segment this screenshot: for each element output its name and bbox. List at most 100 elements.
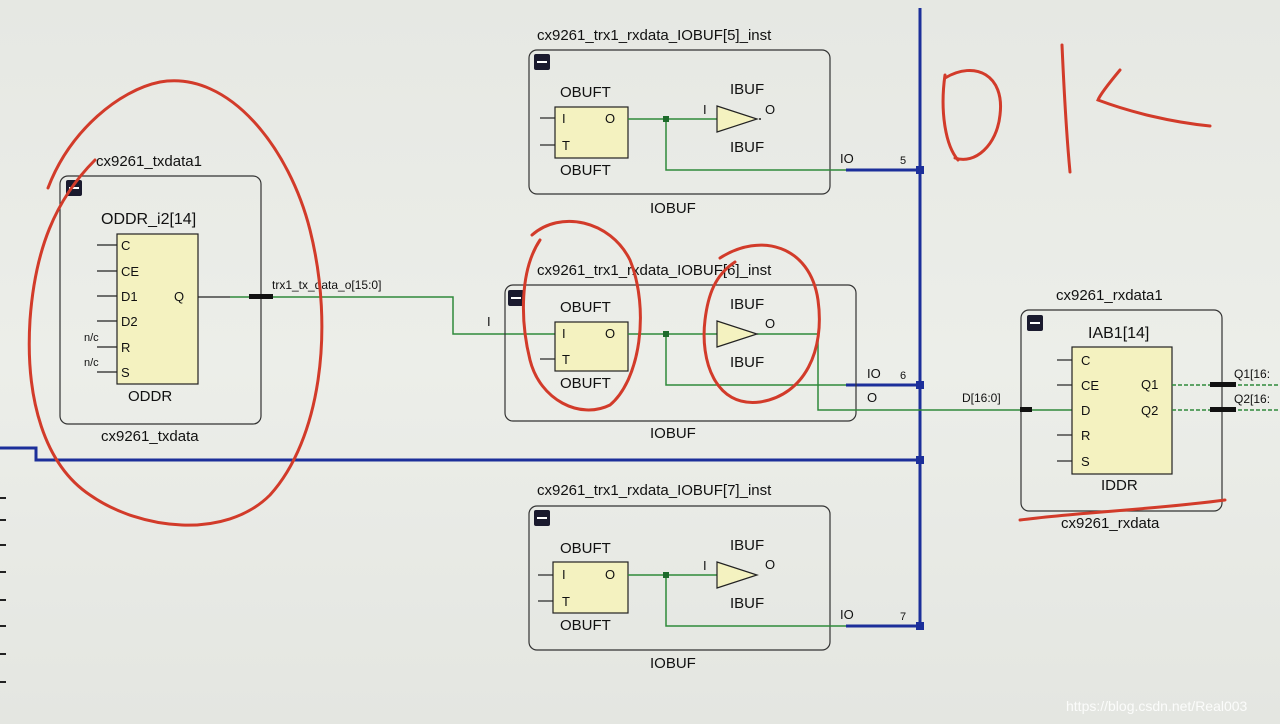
obuft-6-cell[interactable]	[554, 321, 629, 372]
oddr-group[interactable]: cx9261_txdata1 ODDR_i2[14] C CE D1 D2 R …	[59, 153, 262, 445]
ibuf-7-pin-i: I	[703, 558, 707, 573]
oddr-instance-title: cx9261_txdata1	[96, 153, 202, 170]
obuft-7-pin-o: O	[605, 567, 615, 582]
iddr-pin-c: C	[1081, 353, 1090, 368]
obuft-5-bottom-label: OBUFT	[560, 162, 611, 179]
obuft-7-pin-t: T	[562, 594, 570, 609]
minus-square-icon	[1030, 322, 1040, 324]
iobuf-6-group[interactable]: cx9261_trx1_rxdata_IOBUF[6]_inst I OBUFT…	[487, 262, 1072, 442]
iobuf-6-border	[504, 284, 857, 422]
ibuf-5-pin-o: O	[765, 102, 775, 117]
oddr-nc-r: n/c	[84, 332, 99, 344]
handwritten-ok-annotation	[941, 43, 1212, 174]
oddr-cell-name: ODDR_i2[14]	[101, 211, 196, 228]
ibuf-6-top-label: IBUF	[730, 296, 764, 313]
iddr-pin-q2: Q2	[1141, 403, 1158, 418]
iobuf-7-title: cx9261_trx1_rxdata_IOBUF[7]_inst	[537, 482, 772, 499]
iddr-cell-type: IDDR	[1101, 477, 1138, 494]
iobuf-5-border	[528, 49, 831, 195]
ibuf-5-top-label: IBUF	[730, 81, 764, 98]
obuft-7-top-label: OBUFT	[560, 540, 611, 557]
ibuf-7-pin-o: O	[765, 557, 775, 572]
oddr-pin-c: C	[121, 238, 130, 253]
obuft-7-cell[interactable]	[552, 561, 629, 614]
iddr-underline-annotation	[1018, 498, 1227, 522]
iddr-pin-s: S	[1081, 454, 1090, 469]
tx-net-label: trx1_tx_data_o[15:0]	[272, 278, 381, 292]
iddr-group-label: cx9261_rxdata	[1061, 515, 1160, 532]
ibuf-5-triangle[interactable]	[716, 105, 759, 133]
oddr-nc-s: n/c	[84, 357, 99, 369]
iobuf-6-type: IOBUF	[650, 425, 696, 442]
watermark-text: https://blog.csdn.net/Real003	[1066, 698, 1248, 714]
obuft-6-pin-t: T	[562, 352, 570, 367]
minus-square-icon	[537, 517, 547, 519]
blue-bus-lines	[0, 8, 922, 628]
ibuf-5-pin-i: I	[703, 102, 707, 117]
oddr-group-label: cx9261_txdata	[101, 428, 199, 445]
iddr-q1-net-label: Q1[16:	[1234, 367, 1270, 381]
left-ruler	[0, 497, 6, 683]
iddr-pin-q1: Q1	[1141, 377, 1158, 392]
oddr-pin-ce: CE	[121, 264, 139, 279]
iobuf-6-bus-index: 6	[900, 370, 906, 382]
tx-data-net[interactable]: trx1_tx_data_o[15:0]	[230, 278, 555, 335]
iobuf-5-type: IOBUF	[650, 200, 696, 217]
obuft-6-bottom-label: OBUFT	[560, 375, 611, 392]
iddr-group[interactable]: cx9261_rxdata1 IAB1[14] C CE D R S Q1 Q2…	[962, 287, 1280, 532]
bus-junctions	[916, 166, 924, 630]
oddr-cell[interactable]	[116, 233, 199, 385]
ibuf-7-triangle[interactable]	[716, 561, 759, 589]
oddr-input-stubs	[97, 244, 230, 373]
iddr-pin-r: R	[1081, 428, 1090, 443]
iddr-instance-title: cx9261_rxdata1	[1056, 287, 1163, 304]
ibuf-7-bottom-label: IBUF	[730, 595, 764, 612]
red-annotations	[27, 43, 1227, 527]
ibuf-6-bottom-label: IBUF	[730, 354, 764, 371]
iobuf-7-border	[528, 505, 831, 651]
oddr-pin-q: Q	[174, 289, 184, 304]
iobuf-7-bus-index: 7	[900, 611, 906, 623]
iobuf-5-group[interactable]: cx9261_trx1_rxdata_IOBUF[5]_inst OBUFT I…	[528, 27, 906, 217]
oddr-pin-r: R	[121, 340, 130, 355]
iddr-q2-net-label: Q2[16:	[1234, 392, 1270, 406]
ibuf-6-circle-annotation	[702, 243, 821, 404]
iobuf-6-io-label: IO	[867, 366, 881, 381]
ibuf-5-bottom-label: IBUF	[730, 139, 764, 156]
obuft-6-top-label: OBUFT	[560, 299, 611, 316]
iobuf-6-o-label: O	[867, 390, 877, 405]
oddr-cell-type: ODDR	[128, 388, 172, 405]
obuft-7-bottom-label: OBUFT	[560, 617, 611, 634]
iddr-pin-ce: CE	[1081, 378, 1099, 393]
oddr-group-border	[59, 175, 262, 425]
obuft-5-pin-o: O	[605, 111, 615, 126]
oddr-circle-annotation	[27, 79, 324, 527]
minus-square-icon	[537, 61, 547, 63]
ibuf-6-triangle[interactable]	[716, 320, 759, 348]
obuft-5-pin-i: I	[562, 111, 566, 126]
iobuf-7-io-label: IO	[840, 607, 854, 622]
iddr-pin-d: D	[1081, 403, 1090, 418]
iobuf-6-input-label: I	[487, 314, 491, 329]
iobuf-5-title: cx9261_trx1_rxdata_IOBUF[5]_inst	[537, 27, 772, 44]
minus-square-icon	[511, 297, 521, 299]
iddr-cell[interactable]	[1071, 346, 1173, 475]
handwritten-note-text: OK	[1000, 59, 1002, 61]
iobuf-5-bus-index: 5	[900, 155, 906, 167]
iobuf-7-group[interactable]: cx9261_trx1_rxdata_IOBUF[7]_inst OBUFT I…	[528, 482, 906, 672]
oddr-pin-d2: D2	[121, 314, 138, 329]
obuft-6-pin-o: O	[605, 326, 615, 341]
iobuf-6-title: cx9261_trx1_rxdata_IOBUF[6]_inst	[537, 262, 772, 279]
iobuf-7-type: IOBUF	[650, 655, 696, 672]
iobuf-5-io-label: IO	[840, 151, 854, 166]
obuft-6-pin-i: I	[562, 326, 566, 341]
obuft-5-top-label: OBUFT	[560, 84, 611, 101]
iddr-cell-name: IAB1[14]	[1088, 325, 1149, 342]
oddr-pin-s: S	[121, 365, 130, 380]
obuft-5-cell[interactable]	[554, 106, 629, 159]
ibuf-6-pin-o: O	[765, 316, 775, 331]
iddr-d-net-label: D[16:0]	[962, 391, 1001, 405]
obuft-7-pin-i: I	[562, 567, 566, 582]
